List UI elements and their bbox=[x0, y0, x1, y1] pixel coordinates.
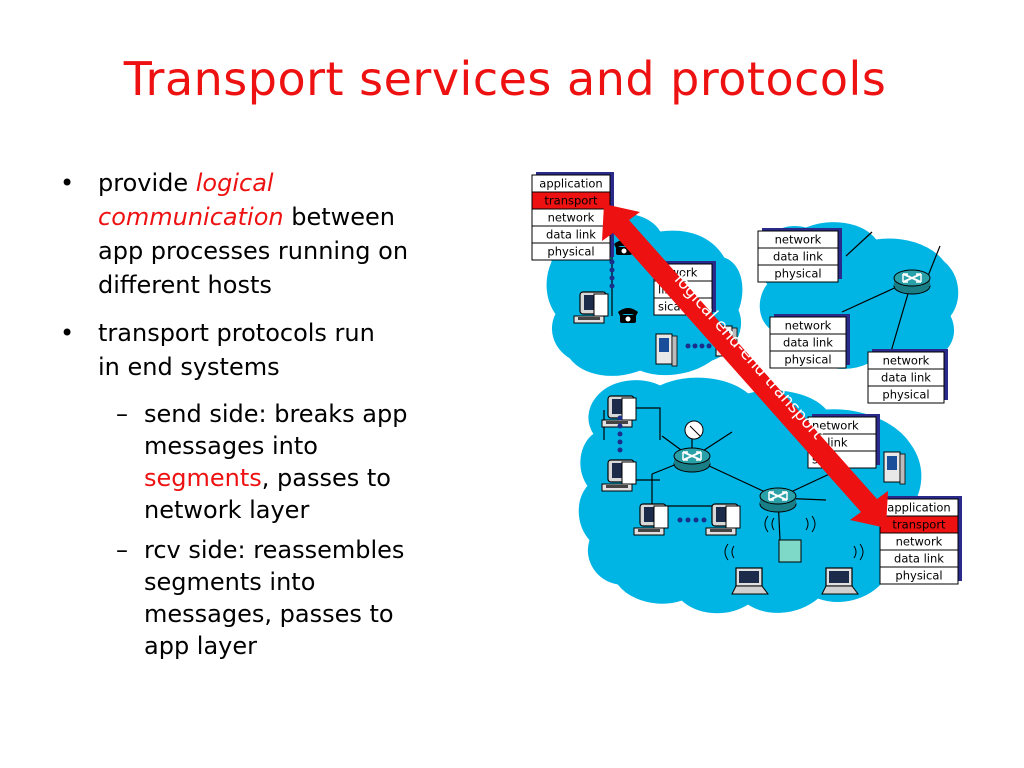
router-icon bbox=[759, 487, 797, 513]
bullet-emphasis: logical bbox=[195, 169, 274, 197]
laptop-icon bbox=[821, 567, 859, 595]
bullet-marker: • bbox=[60, 319, 75, 347]
layer-label: application bbox=[887, 501, 950, 515]
server-icon bbox=[655, 333, 678, 367]
layer-label: network bbox=[785, 319, 832, 333]
bullet-item: • transport protocols run in end systems bbox=[60, 316, 510, 384]
bullet-text: transport protocols run bbox=[98, 319, 375, 347]
access-point-icon bbox=[724, 515, 864, 563]
bullet-text: app processes running on bbox=[98, 237, 409, 265]
layer-label: network bbox=[896, 535, 943, 549]
bullet-text: messages into bbox=[144, 432, 318, 460]
sub-bullet-item: – rcv side: reassembles segments into me… bbox=[60, 534, 510, 662]
sub-bullet-item: – send side: breaks app messages into se… bbox=[60, 398, 510, 526]
layer-cell bbox=[531, 242, 611, 261]
sub-bullet-marker: – bbox=[116, 536, 128, 564]
bullet-text: in end systems bbox=[98, 353, 280, 381]
bullet-text: segments into bbox=[144, 568, 316, 596]
layer-label: transport bbox=[892, 518, 946, 532]
layer-cell bbox=[879, 566, 959, 585]
bullet-emphasis: segments bbox=[144, 464, 262, 492]
protocol-stack-router: network data link physical bbox=[867, 349, 948, 404]
layer-label: data link bbox=[894, 552, 944, 566]
layer-label: physical bbox=[784, 353, 831, 367]
bullet-emphasis: communication bbox=[98, 203, 284, 231]
server-icon bbox=[883, 451, 906, 485]
bullet-text: app layer bbox=[144, 632, 258, 660]
layer-label: physical bbox=[882, 388, 929, 402]
bullet-list: • provide logical communication between … bbox=[60, 166, 510, 670]
router-icon bbox=[893, 269, 931, 295]
telephone-icon bbox=[618, 308, 638, 323]
layer-cell bbox=[769, 350, 847, 369]
dotted-connector bbox=[609, 259, 712, 523]
layer-label: data link bbox=[546, 228, 596, 242]
protocol-stack-router: network data link physical bbox=[757, 228, 842, 283]
protocol-stack-router: network data link physical bbox=[769, 314, 850, 369]
protocol-stack-source: application transport network data link phys… bbox=[531, 172, 614, 261]
bullet-text: between bbox=[283, 203, 396, 231]
layer-label: transport bbox=[544, 194, 598, 208]
bullet-text: send side: breaks app bbox=[144, 400, 408, 428]
sub-bullet-marker: – bbox=[116, 400, 128, 428]
bullet-text: , passes to bbox=[261, 464, 391, 492]
layer-cell bbox=[757, 264, 839, 283]
satellite-dish-icon bbox=[684, 420, 704, 440]
layer-label: physical bbox=[547, 245, 594, 259]
layer-label: network bbox=[548, 211, 595, 225]
layer-label: data link bbox=[783, 336, 833, 350]
bullet-item: • provide logical communication between … bbox=[60, 166, 510, 302]
router-icon bbox=[673, 447, 711, 473]
bullet-text: rcv side: reassembles bbox=[144, 536, 405, 564]
slide-title: Transport services and protocols bbox=[123, 52, 887, 106]
laptop-icon bbox=[731, 567, 769, 595]
layer-cell bbox=[867, 385, 945, 404]
bullet-text: messages, passes to bbox=[144, 600, 394, 628]
layer-label: network bbox=[775, 233, 822, 247]
layer-label: physical bbox=[774, 267, 821, 281]
protocol-stack-destination: application transport network data link phys… bbox=[879, 496, 962, 585]
layer-label: physical bbox=[895, 569, 942, 583]
bullet-text: network layer bbox=[144, 496, 310, 524]
layer-label: application bbox=[539, 177, 602, 191]
layer-label: network bbox=[883, 354, 930, 368]
layer-label: network bbox=[812, 419, 859, 433]
layer-label: data link bbox=[881, 371, 931, 385]
bullet-marker: • bbox=[60, 169, 75, 197]
bullet-text: different hosts bbox=[98, 271, 272, 299]
layer-label: data link bbox=[773, 250, 823, 264]
bullet-text: provide bbox=[98, 169, 196, 197]
